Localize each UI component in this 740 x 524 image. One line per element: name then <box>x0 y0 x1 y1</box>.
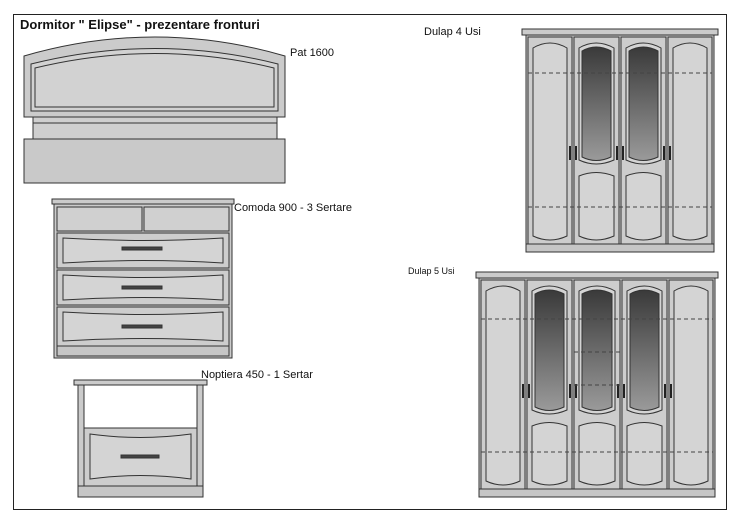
dresser-top <box>51 198 235 205</box>
nightstand-label: Noptiera 450 - 1 Sertar <box>201 369 313 381</box>
wardrobe-5-plinth <box>478 488 716 498</box>
nightstand-side-right <box>196 384 204 498</box>
bed-base <box>23 138 286 184</box>
nightstand-drawing <box>73 379 208 498</box>
wardrobe-4-drawing <box>521 28 719 253</box>
wardrobe-5-glass-1 <box>534 289 565 411</box>
wardrobe-4-door-1 <box>527 36 573 245</box>
dresser-drawer-1 <box>56 232 230 269</box>
dresser-small-drawer-right <box>143 206 230 232</box>
wardrobe-4-hidden-shelves <box>528 72 712 208</box>
wardrobe-5-label: Dulap 5 Usi <box>408 266 455 276</box>
wardrobe-5-handles <box>522 384 672 398</box>
wardrobe-5-drawing <box>475 271 719 498</box>
nightstand-handle <box>120 454 160 459</box>
wardrobe-5-glass-2 <box>581 289 613 411</box>
wardrobe-5-hidden-shelves <box>481 318 713 453</box>
wardrobe-5-door-1 <box>480 279 526 490</box>
wardrobe-4-door-2 <box>573 36 620 245</box>
bed-headboard-inner <box>34 53 275 108</box>
wardrobe-5-door-5 <box>668 279 714 490</box>
bed-drawing <box>23 36 286 184</box>
wardrobe-5-door-2 <box>526 279 573 490</box>
dresser-drawer-3 <box>56 306 230 347</box>
wardrobe-4-crown <box>521 28 719 36</box>
wardrobe-4-door-4 <box>667 36 713 245</box>
dresser-drawing <box>51 198 235 359</box>
bed-mattress <box>32 116 278 140</box>
wardrobe-4-glass-1 <box>581 46 612 161</box>
wardrobe-5-glass-3 <box>629 289 660 411</box>
wardrobe-4-plinth <box>525 243 715 253</box>
drawing-border <box>13 14 727 510</box>
wardrobe-4-glass-2 <box>628 46 659 161</box>
nightstand-plinth <box>77 485 204 498</box>
wardrobe-4-label: Dulap 4 Usi <box>424 26 481 38</box>
wardrobe-4-door-3 <box>620 36 667 245</box>
wardrobe-4-handles <box>569 146 671 160</box>
dresser-handle-2 <box>121 285 163 290</box>
dresser-small-drawer-left <box>56 206 143 232</box>
dresser-plinth <box>56 345 230 357</box>
bed-headboard-panel <box>30 48 279 112</box>
nightstand-top <box>73 379 208 386</box>
dresser-label: Comoda 900 - 3 Sertare <box>234 202 353 214</box>
wardrobe-5-door-4 <box>621 279 668 490</box>
dresser-drawer-2 <box>56 269 230 306</box>
wardrobe-5-crown <box>475 271 719 279</box>
bed-label: Pat 1600 <box>290 47 335 59</box>
drawing-title: Dormitor " Elipse" - prezentare fronturi <box>20 17 260 32</box>
dresser-handle-3 <box>121 324 163 329</box>
dresser-handle-1 <box>121 246 163 251</box>
nightstand-side-left <box>77 384 85 498</box>
